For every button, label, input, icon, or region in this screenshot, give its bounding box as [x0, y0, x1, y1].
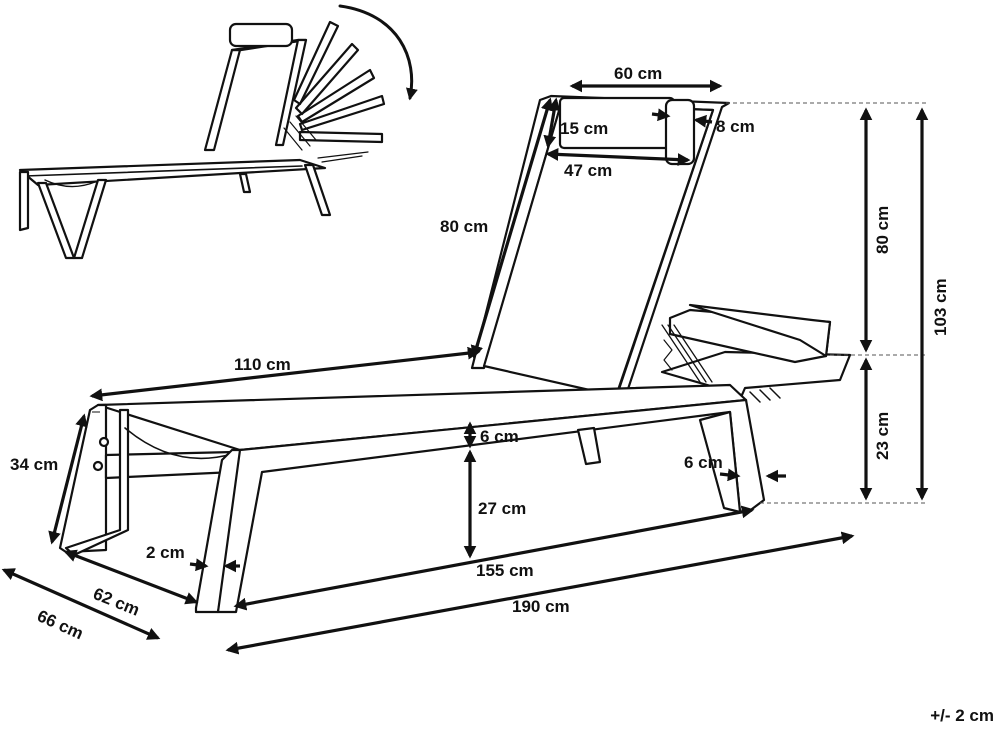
label-leg-width: 2 cm	[146, 543, 185, 562]
label-seat-height: 27 cm	[478, 499, 526, 518]
thumbnail-lounger	[18, 4, 418, 260]
label-backrest: 80 cm	[440, 217, 488, 236]
label-height-back: 80 cm	[873, 206, 892, 254]
dimension-lines	[1, 79, 929, 655]
dimension-labels: 60 cm 15 cm 8 cm 47 cm 80 cm 110 cm 34 c…	[10, 64, 950, 643]
label-height-lower: 23 cm	[873, 412, 892, 460]
label-base-length: 155 cm	[476, 561, 534, 580]
label-total-length: 190 cm	[512, 597, 570, 616]
label-headrest-height: 15 cm	[560, 119, 608, 138]
label-inner-width: 62 cm	[91, 584, 143, 620]
label-seat-length: 110 cm	[234, 355, 291, 374]
rotate-arrow-icon	[338, 4, 418, 101]
label-headrest-inner: 47 cm	[564, 161, 612, 180]
label-frame-thickness: 6 cm	[480, 427, 519, 446]
label-height-total: 103 cm	[931, 278, 950, 336]
recline-positions	[283, 20, 386, 163]
label-leg-height: 34 cm	[10, 455, 58, 474]
label-outer-width: 66 cm	[34, 606, 86, 643]
label-headrest-thickness: 8 cm	[716, 117, 755, 136]
tolerance-note: +/- 2 cm	[930, 706, 994, 725]
label-headrest-width: 60 cm	[614, 64, 662, 83]
label-rear-leg: 6 cm	[684, 453, 723, 472]
